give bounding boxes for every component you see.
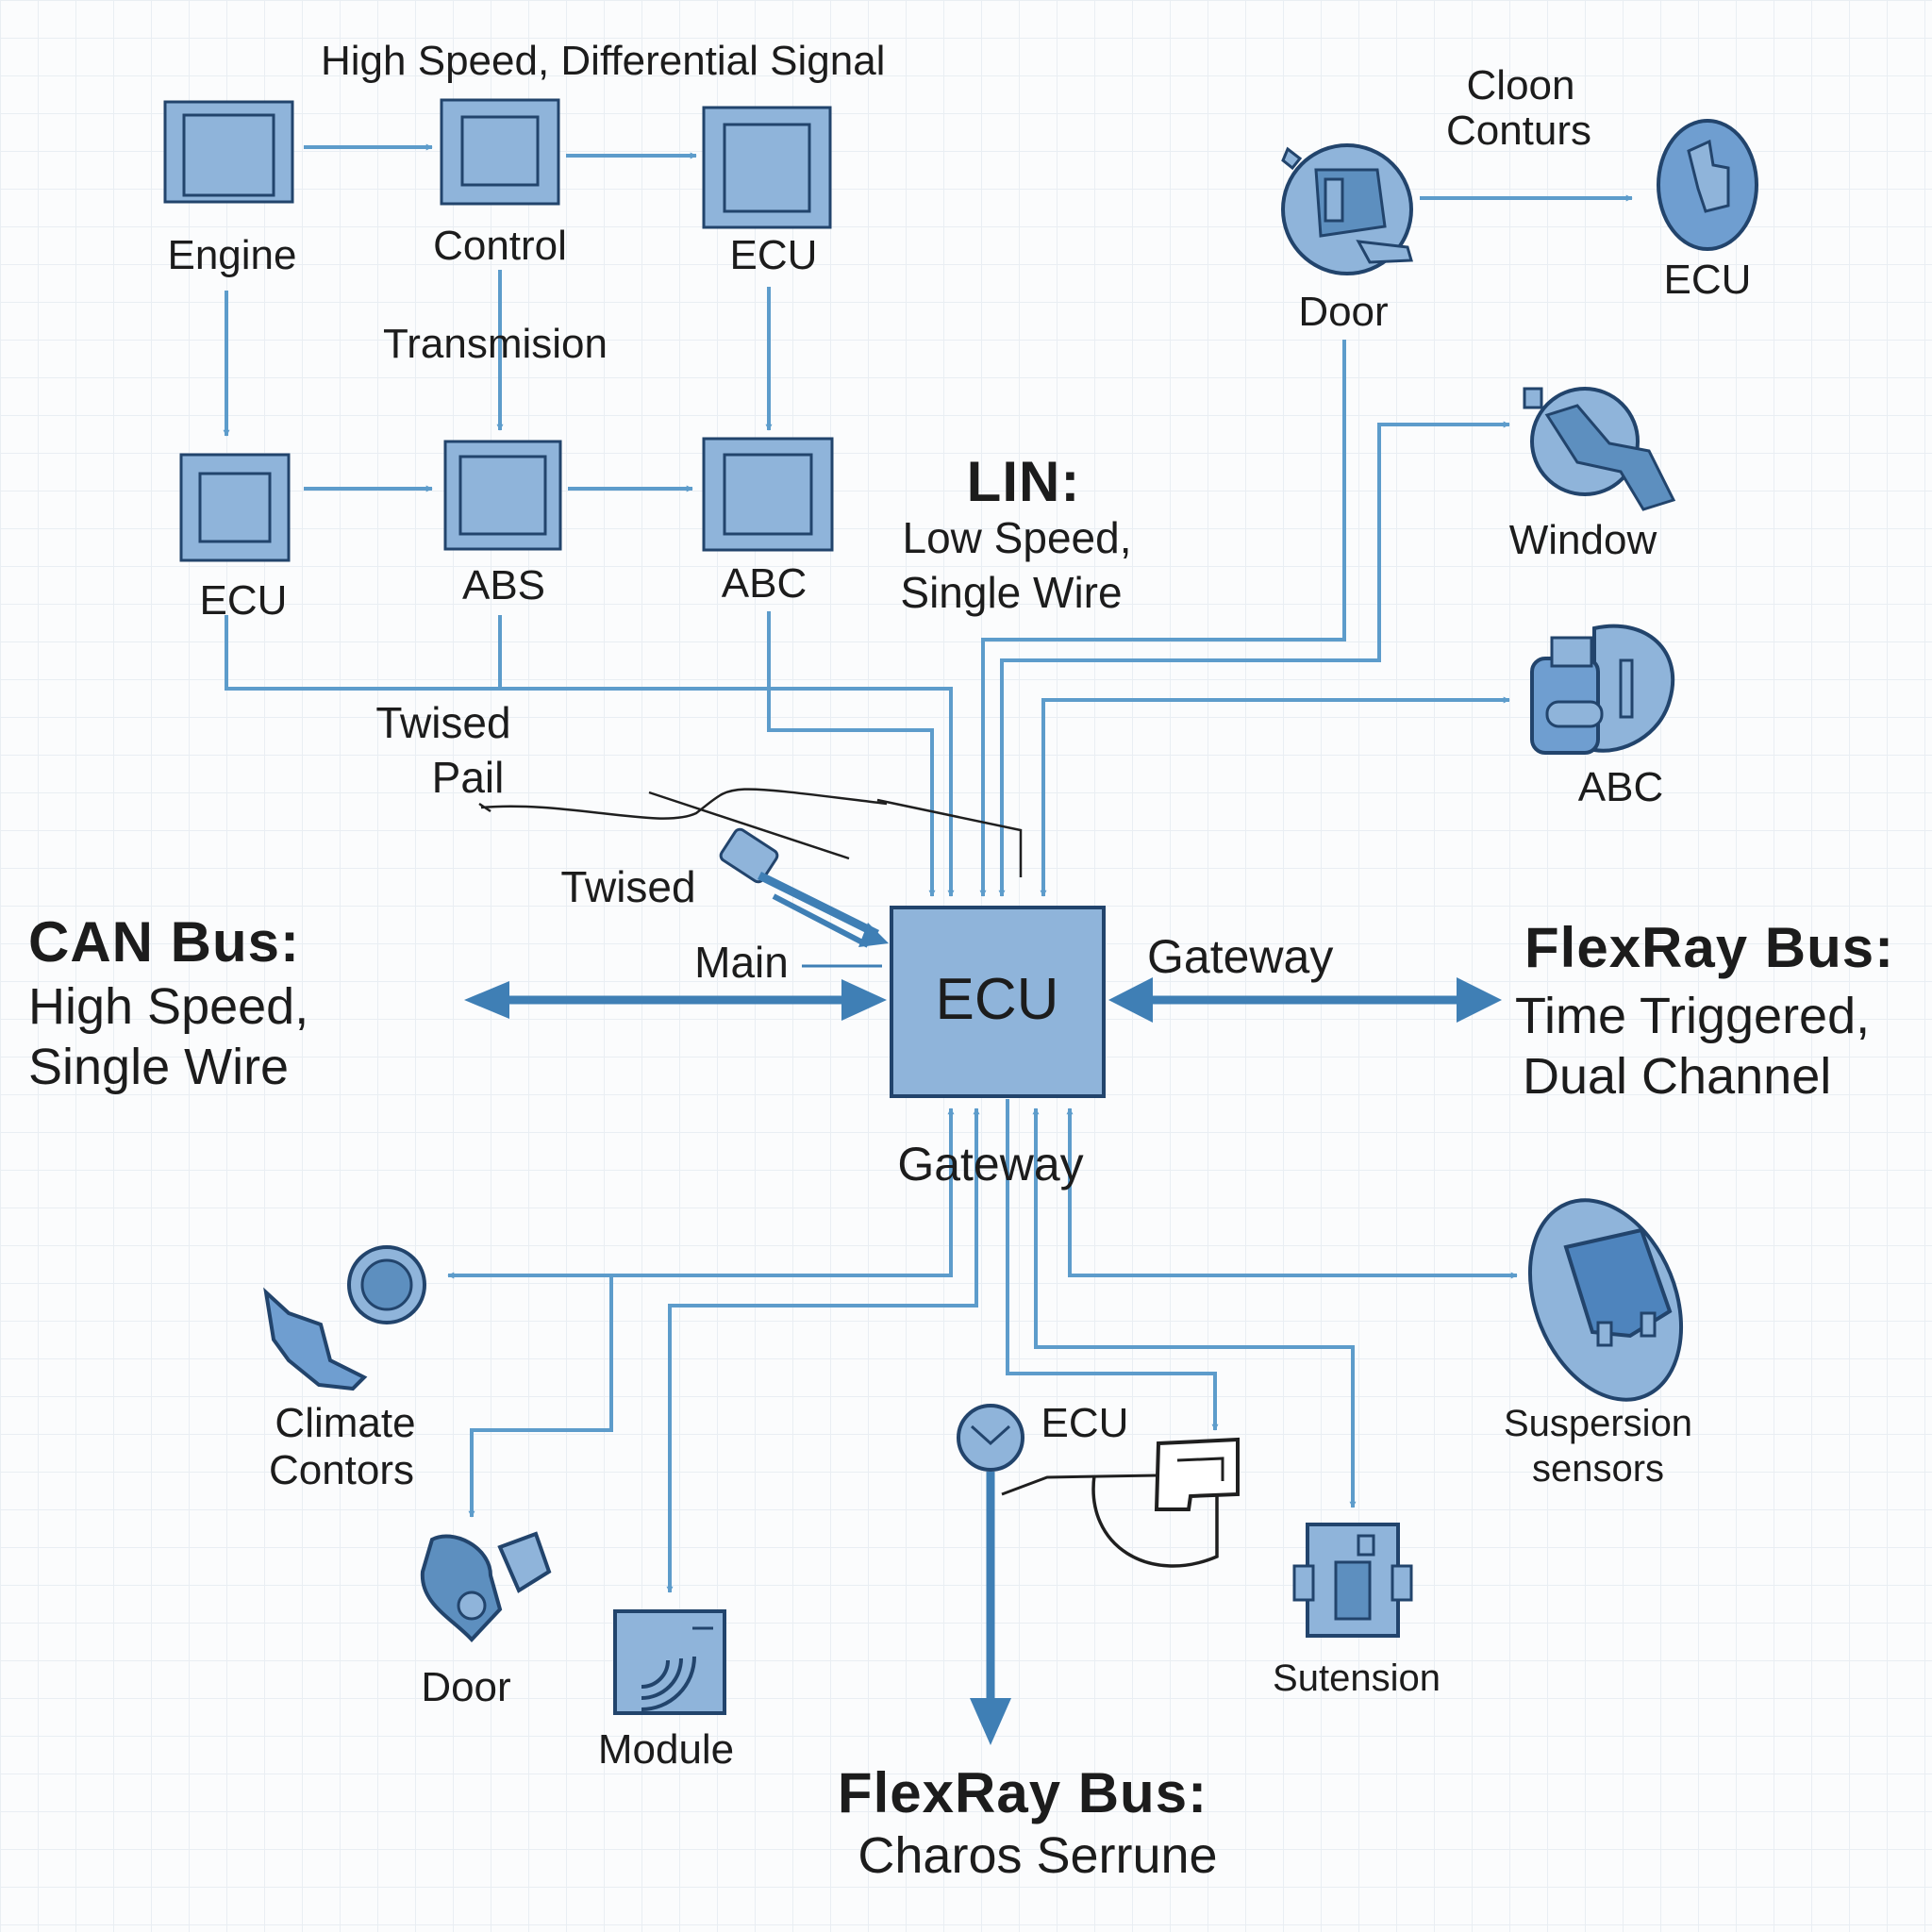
can-title: CAN Bus: (28, 910, 300, 974)
engine-box[interactable] (163, 100, 294, 204)
label-suspension-1: Suspersion (1503, 1403, 1693, 1444)
label-ecu-mid: ECU (199, 577, 288, 624)
label-door-bottom: Door (421, 1664, 511, 1710)
ecu-top-box[interactable] (702, 106, 832, 229)
abs-box[interactable] (443, 440, 562, 551)
label-sutension: Sutension (1273, 1657, 1441, 1699)
twised-label: Twised (560, 862, 696, 911)
bottom-bus-wires (447, 1099, 1518, 1593)
door-top-icon[interactable] (1281, 143, 1413, 275)
suspension-sensors-icon[interactable] (1502, 1177, 1709, 1422)
label-transmision: Transmision (383, 321, 608, 367)
module-icon[interactable] (613, 1609, 726, 1715)
label-cloon-2: Conturs (1445, 108, 1592, 154)
label-control: Control (433, 223, 567, 269)
flexray-bottom-title: FlexRay Bus: (837, 1761, 1208, 1824)
label-ecu-bottom: ECU (1041, 1400, 1129, 1446)
label-ecu-top-right: ECU (1663, 257, 1752, 303)
top-bus-wires (225, 340, 1510, 897)
window-icon[interactable] (1523, 387, 1676, 511)
label-abc-right: ABC (1577, 764, 1664, 810)
label-door-top: Door (1298, 289, 1389, 335)
label-climate-2: Contors (268, 1447, 415, 1493)
label-window: Window (1508, 517, 1657, 563)
flexray-right-line2: Dual Channel (1523, 1048, 1832, 1105)
can-line2: Single Wire (28, 1039, 290, 1095)
flexray-down-arrow (970, 1472, 1011, 1745)
main-horizontal-bus (464, 964, 1502, 1023)
top-grid-arrows (223, 143, 773, 492)
twised-pail-label-1: Twised (375, 698, 511, 747)
label-abs: ABS (461, 562, 546, 608)
lin-title: LIN: (966, 450, 1081, 513)
top-caption: High Speed, Differential Signal (321, 38, 886, 84)
can-line1: High Speed, (28, 978, 309, 1035)
door-bottom-icon[interactable] (420, 1531, 552, 1642)
gateway-bottom-label: Gateway (897, 1138, 1084, 1191)
twisted-connector-icon (719, 827, 889, 948)
flexray-right-line1: Time Triggered, (1515, 988, 1871, 1044)
main-ecu-box[interactable] (890, 906, 1106, 1098)
label-climate-1: Climate (275, 1400, 416, 1446)
ecu-bottom-icon[interactable] (957, 1404, 1240, 1568)
label-cloon-1: Cloon (1466, 62, 1575, 108)
abc-box[interactable] (702, 437, 834, 552)
twisted-pair-lines (478, 788, 1023, 877)
label-module: Module (597, 1726, 735, 1773)
twised-pail-label-2: Pail (431, 753, 505, 802)
control-box[interactable] (440, 98, 560, 206)
label-abc-mid: ABC (721, 560, 808, 607)
gateway-right-label: Gateway (1147, 930, 1334, 983)
label-suspension-2: sensors (1531, 1448, 1665, 1490)
label-engine: Engine (167, 232, 297, 278)
lin-line1: Low Speed, (902, 513, 1132, 562)
abc-right-icon[interactable] (1530, 624, 1675, 755)
climate-controls-icon[interactable] (263, 1245, 426, 1391)
sutension-icon[interactable] (1292, 1523, 1413, 1638)
ecu-mid-box[interactable] (179, 453, 291, 562)
flexray-right-title: FlexRay Bus: (1524, 916, 1895, 979)
main-label: Main (694, 938, 789, 987)
label-ecu-top: ECU (729, 232, 818, 278)
flexray-bottom-line1: Charos Serrune (858, 1827, 1218, 1884)
lin-line2: Single Wire (900, 568, 1123, 617)
ecu-top-right-icon[interactable] (1657, 119, 1758, 251)
main-ecu-label: ECU (935, 967, 1059, 1032)
